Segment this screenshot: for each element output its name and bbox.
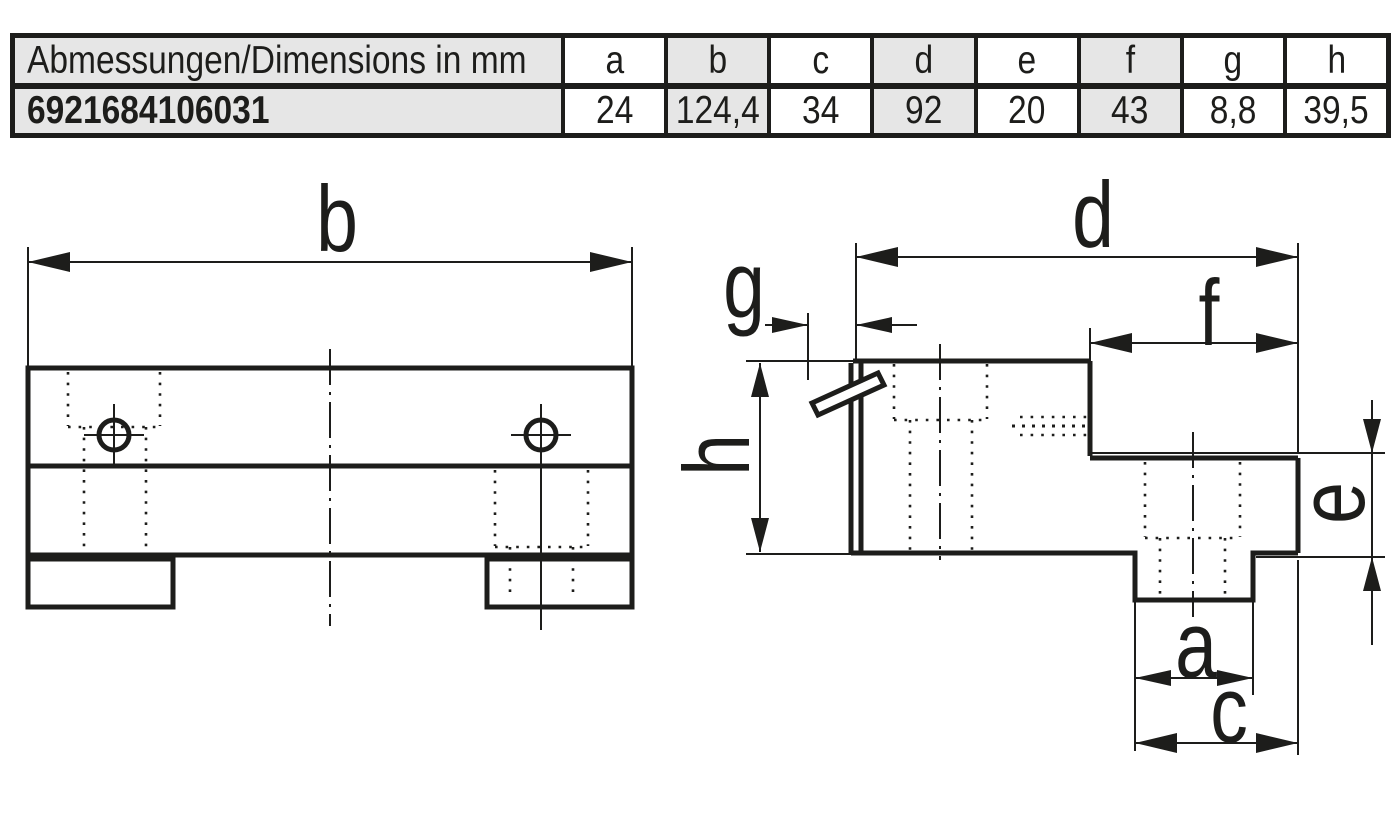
- column-header-c: c: [771, 38, 871, 83]
- value-cell-f: 43: [1080, 88, 1180, 133]
- dim-label-e: e: [1279, 482, 1384, 524]
- left-foot: [25, 556, 176, 610]
- value-cell-a: 24: [565, 88, 665, 133]
- jaw-plate-symbol: [808, 369, 888, 419]
- hidden-hole-tab: [1143, 462, 1242, 596]
- column-header-h: h: [1286, 38, 1386, 83]
- article-number: 6921684106031: [27, 89, 270, 133]
- arrowhead: [856, 317, 892, 333]
- column-header-g: g: [1183, 38, 1283, 83]
- hidden-hole-side: [1012, 415, 1088, 437]
- arrowhead: [1256, 333, 1298, 353]
- column-header-a: a: [565, 38, 665, 83]
- value-cell-b: 124,4: [668, 88, 768, 133]
- arrowhead: [751, 518, 769, 552]
- right-foot: [484, 556, 635, 610]
- value-cell-d: 92: [874, 88, 974, 133]
- hidden-hole-right: [493, 470, 590, 598]
- hole-position-marker: [84, 404, 144, 468]
- dim-label-c: c: [1210, 657, 1248, 762]
- hidden-hole-top: [892, 364, 989, 550]
- column-header-f: f: [1080, 38, 1180, 83]
- value-cell-e: 20: [977, 88, 1077, 133]
- arrowhead: [590, 252, 632, 272]
- dim-label-d: d: [1072, 162, 1114, 267]
- side-view: [746, 243, 1385, 755]
- arrowhead: [856, 247, 898, 267]
- bottom-tab: [851, 550, 1298, 603]
- dim-label-g: g: [723, 232, 765, 337]
- dim-label-f: f: [1198, 260, 1220, 365]
- arrowhead: [1217, 670, 1253, 686]
- arrowhead: [1256, 733, 1298, 753]
- table-header-cell: Abmessungen/Dimensions in mm: [15, 38, 561, 83]
- front-view: [25, 247, 635, 630]
- column-header-b: b: [668, 38, 768, 83]
- arrowhead: [1256, 247, 1298, 267]
- arrowhead: [1135, 670, 1171, 686]
- arrowhead: [772, 317, 808, 333]
- dim-label-a: a: [1175, 592, 1217, 697]
- hidden-hole-left: [66, 372, 162, 553]
- table-header-label: Abmessungen/Dimensions in mm: [27, 38, 527, 82]
- value-cell-h: 39,5: [1286, 88, 1386, 133]
- dim-label-b: b: [316, 166, 358, 271]
- column-header-d: d: [874, 38, 974, 83]
- dimension-table: Abmessungen/Dimensions in mm a b c d e f…: [10, 33, 1391, 138]
- row-id-cell: 6921684106031: [15, 88, 561, 133]
- arrowhead: [751, 363, 769, 397]
- dim-label-h: h: [664, 434, 769, 476]
- value-cell-c: 34: [771, 88, 871, 133]
- value-cell-g: 8,8: [1183, 88, 1283, 133]
- arrowhead: [28, 252, 70, 272]
- arrowhead: [1090, 333, 1132, 353]
- column-header-e: e: [977, 38, 1077, 83]
- hole-position-marker: [511, 404, 571, 630]
- arrowhead: [1135, 733, 1177, 753]
- arrowhead: [1363, 557, 1381, 591]
- arrowhead: [1363, 419, 1381, 453]
